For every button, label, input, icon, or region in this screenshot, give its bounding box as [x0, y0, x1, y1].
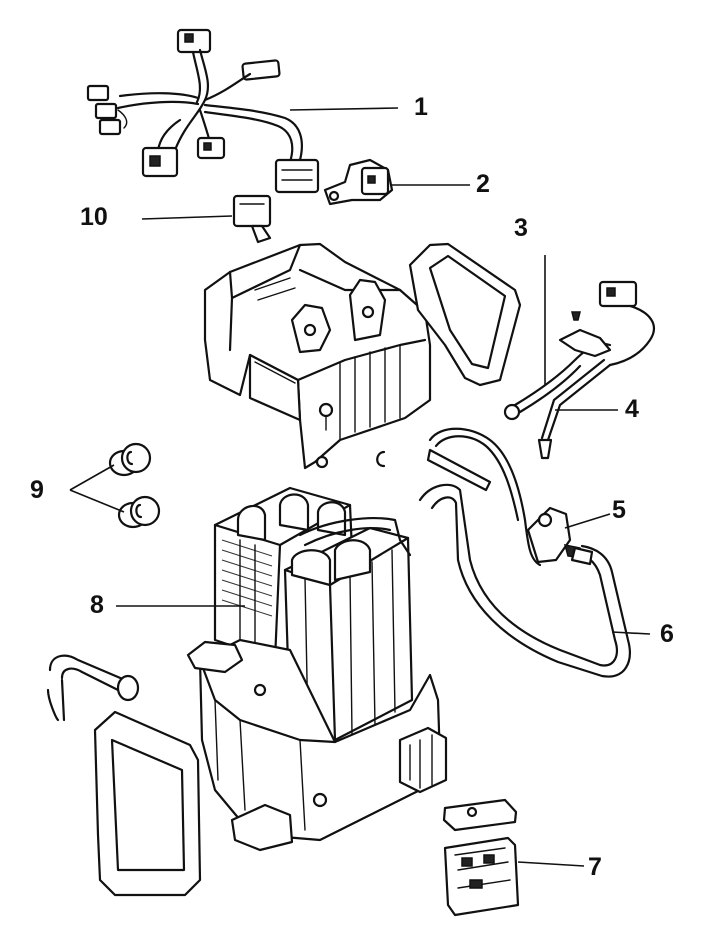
relay [232, 194, 272, 244]
control-amplifier [442, 798, 520, 917]
relay-connector [323, 158, 394, 206]
callout-4: 4 [625, 395, 639, 423]
expansion-valve [426, 427, 583, 567]
evaporator-core [186, 486, 448, 852]
heater-frame-upper [408, 242, 522, 387]
thermistor-wire [503, 311, 612, 421]
callout-3: 3 [514, 214, 528, 242]
callout-7: 7 [588, 853, 602, 881]
callout-10: 10 [80, 203, 108, 231]
callout-9: 9 [30, 476, 44, 504]
callout-8: 8 [90, 591, 104, 619]
grommets [108, 442, 161, 529]
callout-6: 6 [660, 620, 674, 648]
leader-lines [69, 107, 651, 867]
heater-frame-lower [93, 710, 202, 897]
refrigerant-pipe [418, 483, 631, 678]
callout-1: 1 [414, 93, 428, 121]
callout-5: 5 [612, 496, 626, 524]
sensor-wire [537, 280, 655, 460]
upper-case [203, 242, 432, 470]
wiring-harness [86, 28, 320, 194]
callout-2: 2 [476, 170, 490, 198]
heater-pipe [46, 654, 140, 722]
